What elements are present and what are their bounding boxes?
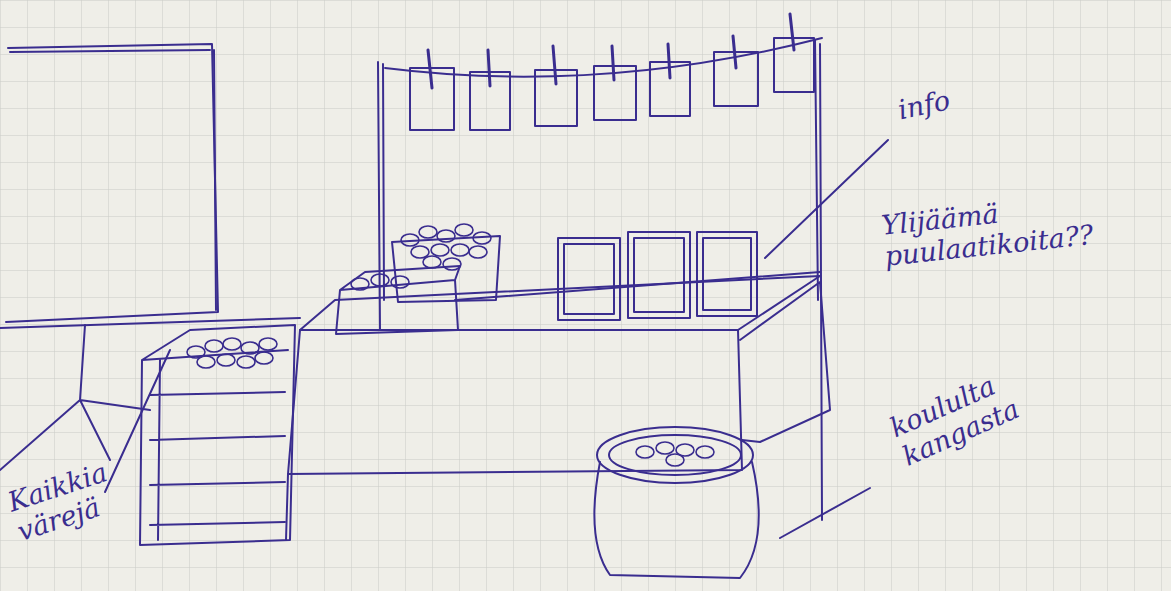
stone <box>241 342 259 354</box>
stone <box>666 454 684 466</box>
fabric-basket <box>594 462 758 578</box>
stone <box>419 226 437 238</box>
stone <box>443 258 461 270</box>
stone <box>469 246 487 258</box>
stone <box>696 446 714 458</box>
table-leg <box>286 474 288 540</box>
stone <box>197 356 215 368</box>
stone <box>431 244 449 256</box>
leader-line <box>765 140 888 258</box>
stone <box>223 338 241 350</box>
leader-line <box>780 488 870 538</box>
stone <box>423 256 441 268</box>
crate-shelf <box>140 325 295 545</box>
stall-post <box>378 62 384 330</box>
stone <box>255 352 273 364</box>
leader-line <box>105 350 170 492</box>
stone <box>351 278 369 290</box>
stone <box>237 356 255 368</box>
stone <box>473 232 491 244</box>
table-top <box>300 276 820 330</box>
clothesline <box>385 38 822 77</box>
handwritten-note: info <box>895 70 1019 125</box>
stone <box>411 246 429 258</box>
table-top <box>455 272 820 300</box>
stone <box>656 442 674 454</box>
stall-post <box>815 40 822 520</box>
handwritten-note: Kaikkia värejä <box>4 448 147 547</box>
stone <box>217 354 235 366</box>
hanging-cards <box>410 14 814 130</box>
stone <box>205 340 223 352</box>
display-board <box>10 50 216 310</box>
stone <box>401 234 419 246</box>
stone <box>636 446 654 458</box>
fabric-basket <box>597 427 753 483</box>
fabric-basket <box>609 435 741 475</box>
stone <box>451 244 469 256</box>
handwritten-note: koululta kangasta <box>885 346 1066 472</box>
crate-slats <box>150 360 285 540</box>
stones <box>187 224 714 466</box>
stone <box>437 230 455 242</box>
table-front <box>288 330 742 474</box>
stone <box>371 274 389 286</box>
stone <box>259 338 277 350</box>
wooden-box <box>336 266 460 334</box>
stone <box>455 224 473 236</box>
info-frames <box>558 232 757 320</box>
stone <box>391 276 409 288</box>
display-board <box>6 44 218 322</box>
easel-legs <box>0 325 150 470</box>
handwritten-note: Ylijäämä puulaatikoita?? <box>880 189 1085 272</box>
table-cloth <box>740 282 830 442</box>
